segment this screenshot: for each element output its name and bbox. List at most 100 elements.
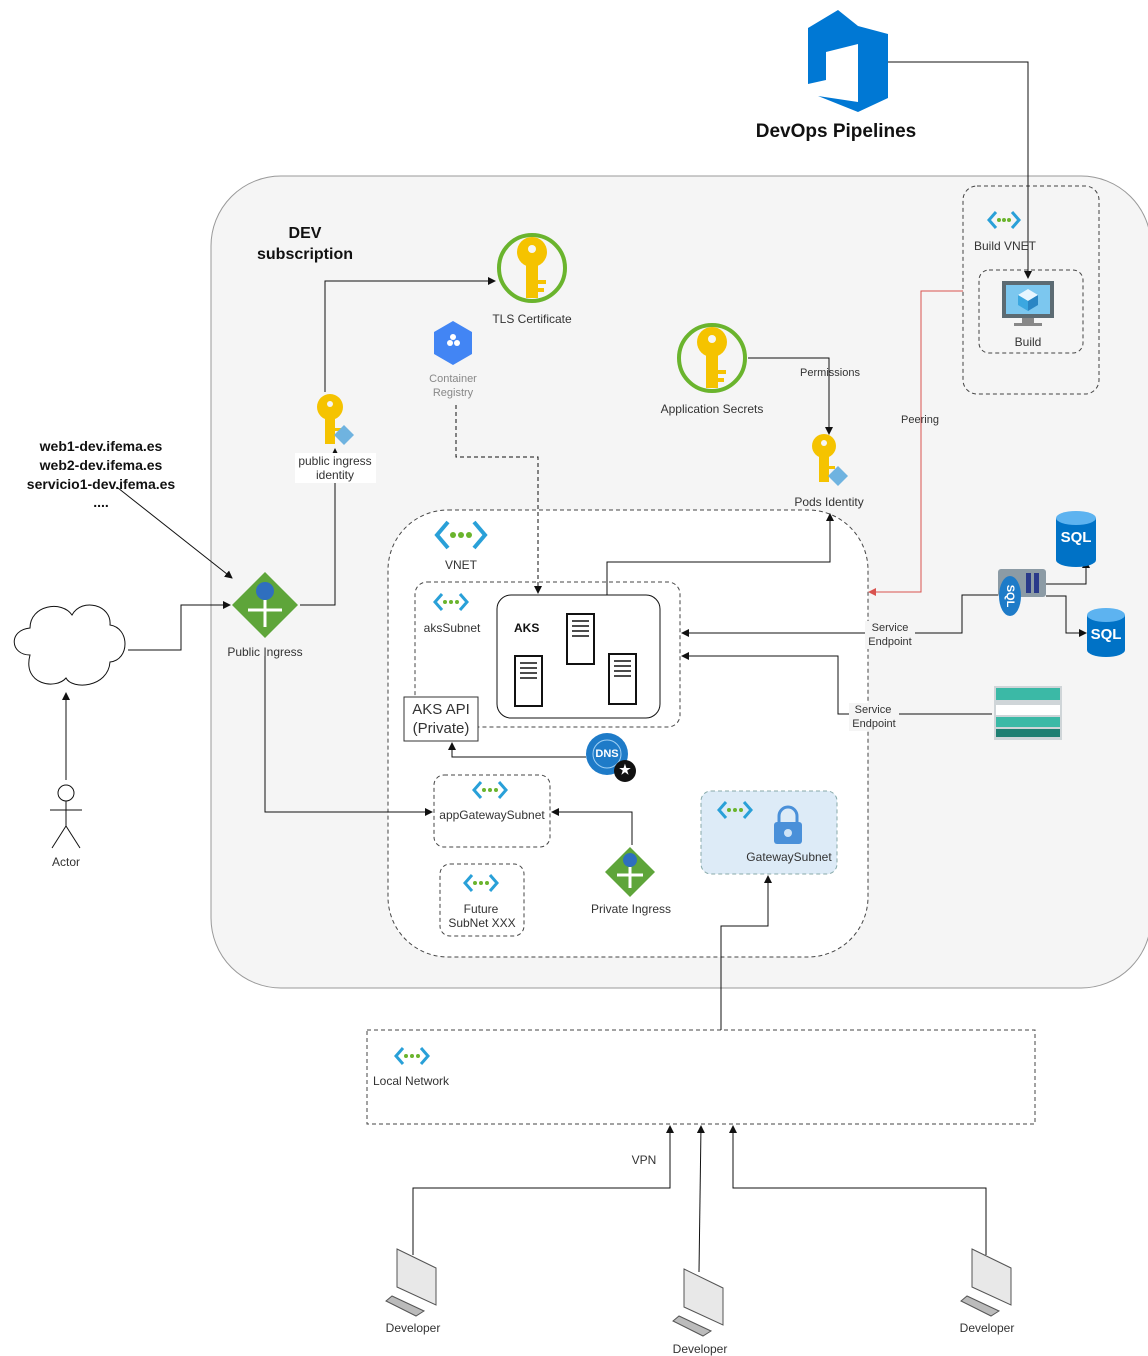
sql-database-label: SQL [1090, 626, 1122, 643]
service-endpoint-label: Endpoint [868, 636, 912, 648]
actor-icon [50, 784, 82, 849]
future-subnet-label: SubNet XXX [448, 916, 516, 930]
app-gateway-subnet-box [433, 774, 551, 848]
connector-secrets-pods [748, 357, 833, 435]
internet-cloud-icon [13, 604, 126, 686]
public-ingress-icon [232, 572, 298, 638]
developer-label: Developer [959, 1321, 1015, 1335]
sql-database-label: SQL [1060, 529, 1092, 546]
actor-label: Actor [51, 855, 81, 869]
developer-label: Developer [672, 1342, 728, 1356]
pods-identity-label: Pods Identity [794, 495, 864, 509]
future-subnet-box [439, 863, 525, 937]
dns-private-star: ★ [619, 762, 631, 777]
connector-registry-aks [455, 405, 542, 594]
permissions-label: Permissions [800, 367, 860, 379]
devops-pipelines-title: DevOps Pipelines [755, 121, 917, 142]
connector-storage-aks [681, 652, 992, 715]
public-ingress-identity-icon [317, 394, 354, 445]
dns-icon [586, 733, 636, 782]
vpn-label: VPN [631, 1153, 657, 1167]
appgw-subnet-icon [472, 781, 508, 799]
container-registry-label: Registry [432, 387, 474, 399]
private-ingress-label: Private Ingress [590, 902, 672, 916]
subscription-title-line1: DEV [288, 225, 322, 242]
public-ingress-identity-label: public ingress [298, 454, 372, 468]
aks-api-label: AKS API [412, 701, 470, 718]
connector-aks-pods [606, 513, 834, 595]
sql-database-icon [1087, 608, 1125, 657]
future-subnet-label: Future [463, 902, 499, 916]
connector-domains-ingress [117, 487, 233, 579]
aks-subnet-label: aksSubnet [423, 621, 481, 635]
public-ingress-identity-label: identity [315, 468, 355, 482]
container-registry-label: Container [429, 373, 477, 385]
build-vnet-box [962, 185, 1100, 395]
public-ingress-label: Public Ingress [227, 645, 303, 659]
service-endpoint-label: Service [854, 704, 892, 716]
sql-server-label: SQL [1004, 584, 1016, 608]
sql-database-icon [1056, 511, 1096, 567]
application-secrets-label: Application Secrets [660, 402, 764, 416]
future-subnet-icon [463, 874, 499, 892]
local-network-icon [394, 1047, 430, 1065]
connector-sqlserver-sql1 [1046, 560, 1090, 585]
connector-local-gateway [720, 875, 772, 1030]
connector-peering [868, 290, 963, 596]
gateway-subnet-icon [717, 801, 753, 819]
peering-label: Peering [901, 414, 939, 426]
vnet-icon [434, 520, 488, 550]
domain-label: web2-dev.ifema.es [39, 457, 163, 473]
developer-label: Developer [385, 1321, 441, 1335]
aks-label: AKS [514, 621, 540, 635]
service-endpoint-label: Endpoint [852, 718, 896, 730]
connector-dev1-local [412, 1125, 674, 1255]
public-ingress-identity-label-bg [295, 453, 376, 483]
connector-sql-aks [681, 594, 998, 637]
service-endpoint-label-bg [865, 621, 915, 649]
private-ingress-icon [605, 847, 655, 897]
vnet-label: VNET [444, 558, 478, 572]
aks-subnet-box [414, 581, 681, 728]
connector-sqlserver-sql2 [1046, 595, 1087, 637]
developer-computer-icon [960, 1248, 1012, 1317]
dns-icon-label: DNS [595, 748, 619, 760]
vpn-gateway-lock-icon [774, 805, 802, 844]
service-endpoint-label-bg [849, 703, 899, 731]
subscription-title-line2: subscription [256, 246, 354, 263]
sql-server-icon [998, 569, 1046, 616]
connector-ingress-appgw [264, 650, 433, 816]
domain-label: servicio1-dev.ifema.es [26, 476, 176, 492]
developer-computer-icon [672, 1268, 724, 1337]
connector-private-appgw [551, 808, 633, 845]
domain-label: .... [93, 494, 109, 510]
pods-identity-icon [812, 434, 848, 486]
connector-cloud-ingress [128, 601, 231, 651]
connector-dev3-local [729, 1125, 987, 1255]
build-vm-icon [1002, 281, 1054, 326]
container-registry-icon [434, 321, 472, 365]
connector-dns-aksapi [448, 742, 586, 758]
connector-dev2-local [696, 1125, 705, 1273]
app-gateway-subnet-label: appGatewaySubnet [439, 808, 545, 822]
build-label: Build [1014, 335, 1042, 349]
app-secrets-key-icon [677, 323, 747, 393]
build-vnet-label: Build VNET [973, 239, 1037, 253]
tls-key-icon [497, 233, 567, 303]
local-network-box [366, 1029, 1036, 1125]
connector-ingress-identity [300, 448, 339, 606]
build-inner-box [978, 269, 1084, 354]
developer-computer-icon [385, 1248, 437, 1317]
connector-identity-tls [324, 277, 496, 392]
storage-account-icon [994, 686, 1062, 740]
build-vnet-icon [987, 211, 1021, 229]
connector-devops-build [888, 61, 1032, 279]
gateway-subnet-label: GatewaySubnet [746, 850, 832, 864]
aks-server-icon [514, 613, 637, 707]
domain-label: web1-dev.ifema.es [39, 438, 163, 454]
aks-api-label: (Private) [412, 720, 470, 737]
aks-api-box [403, 696, 479, 742]
local-network-label: Local Network [373, 1074, 450, 1088]
aks-subnet-icon [433, 593, 469, 611]
